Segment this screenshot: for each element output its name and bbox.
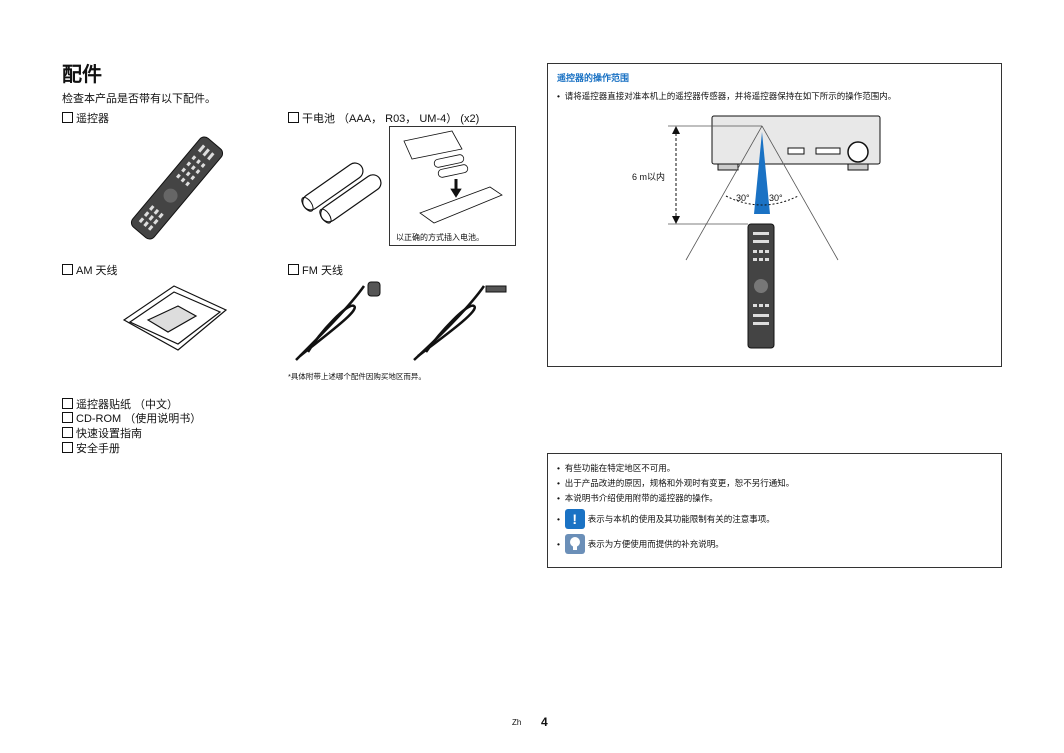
checkbox-icon (62, 264, 73, 275)
note-caution: • ! 表示与本机的使用及其功能限制有关的注意事项。 (557, 509, 775, 529)
checkbox-icon (288, 112, 299, 123)
battery-insert-illustration (403, 130, 503, 224)
checkbox-icon (62, 412, 73, 423)
note-hint: • 表示为方便使用而提供的补充说明。 (557, 534, 724, 554)
extra-item: 安全手册 (62, 440, 120, 456)
range-diagram (668, 115, 881, 349)
item-remote: 遥控器 (62, 110, 109, 126)
footnote: *具体附带上述哪个配件因购买地区而异。 (288, 372, 426, 381)
checkbox-icon (62, 442, 73, 453)
footer-lang: Zh (512, 718, 522, 727)
fm-antenna-illustration (295, 281, 507, 361)
extra-item: 遥控器贴纸 （中文） (62, 396, 178, 412)
checkbox-icon (62, 112, 73, 123)
operating-range-panel: 遥控器的操作范围 • 请将遥控器直接对准本机上的遥控器传感器，并将遥控器保持在如… (547, 63, 1002, 367)
item-fm-antenna: FM 天线 (288, 262, 343, 278)
remote-top-view-icon (747, 223, 775, 349)
range-bullet: • 请将遥控器直接对准本机上的遥控器传感器，并将遥控器保持在如下所示的操作范围内… (557, 91, 897, 101)
angle-right-label: 30° (769, 193, 783, 203)
am-antenna-illustration (122, 285, 228, 351)
item-am-antenna: AM 天线 (62, 262, 118, 278)
receiver-icon (711, 115, 881, 171)
fm-plug-icon (485, 285, 507, 293)
battery-insert-box: 以正确的方式插入电池。 (389, 126, 516, 246)
checkbox-icon (62, 427, 73, 438)
extra-item: CD-ROM （使用说明书） (62, 410, 201, 426)
item-batteries: 干电池 （AAA， R03， UM-4） (x2) (288, 110, 479, 126)
angle-left-label: 30° (736, 193, 750, 203)
page-title: 配件 (62, 64, 102, 86)
checkbox-icon (288, 264, 299, 275)
hint-lightbulb-icon (564, 534, 585, 554)
notes-panel: • 有些功能在特定地区不可用。 • 出于产品改进的原因，规格和外观时有变更，恕不… (547, 453, 1002, 568)
note-item: • 出于产品改进的原因，规格和外观时有变更，恕不另行通知。 (557, 478, 795, 488)
distance-label: 6 m以内 (632, 172, 666, 182)
note-item: • 本说明书介绍使用附带的遥控器的操作。 (557, 493, 718, 503)
page-number: 4 (541, 715, 548, 729)
intro-text: 检查本产品是否带有以下配件。 (62, 93, 216, 105)
extra-item: 快速设置指南 (62, 425, 142, 441)
ir-beam (754, 132, 770, 214)
note-item: • 有些功能在特定地区不可用。 (557, 463, 676, 473)
remote-illustration (130, 136, 224, 240)
batteries-illustration (301, 162, 382, 224)
caution-icon: ! (564, 509, 585, 529)
checkbox-icon (62, 398, 73, 409)
range-heading: 遥控器的操作范围 (557, 73, 630, 83)
fm-connector-icon (367, 281, 381, 297)
battery-caption: 以正确的方式插入电池。 (396, 233, 484, 242)
